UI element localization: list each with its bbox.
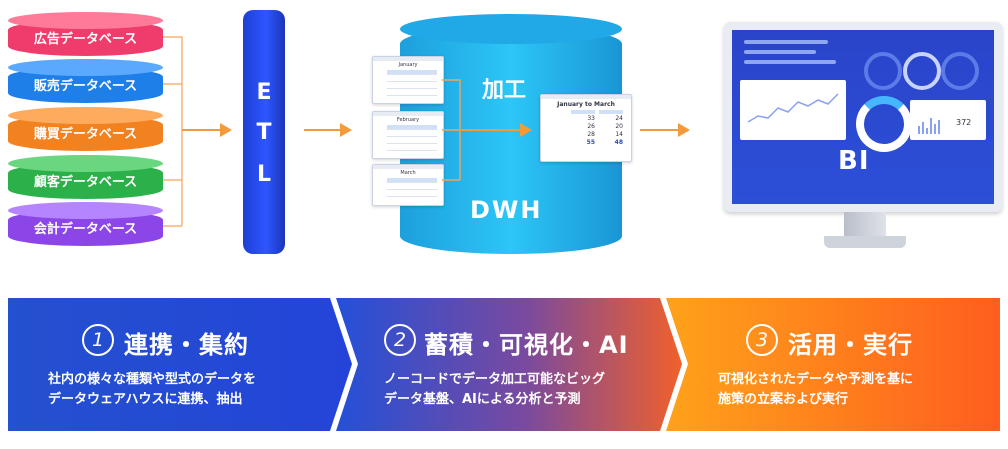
- merged-cell: 33: [587, 115, 595, 122]
- arrow-head-icon: [340, 123, 352, 137]
- step-desc-line: 社内の様々な種類や型式のデータを: [48, 372, 257, 387]
- dwh-label: DWH: [470, 196, 543, 224]
- dwh-process-label: 加工: [482, 78, 527, 103]
- db-label: 販売データベース: [33, 79, 138, 94]
- arrow-head-icon: [220, 123, 232, 137]
- arrow-etl-to-dwh: [304, 129, 342, 131]
- step-desc-line: 可視化されたデータや予測を基に: [718, 372, 914, 387]
- merged-cell: 24: [615, 115, 623, 122]
- etl-pillar: E T L: [243, 10, 285, 254]
- line-chart-icon: [747, 93, 839, 123]
- sheet-title: January: [398, 62, 418, 68]
- bi-stat-value: 372: [956, 118, 972, 127]
- step-banners: [8, 298, 1000, 431]
- db-label: 広告データベース: [33, 32, 138, 47]
- gauge-icon: [864, 52, 902, 90]
- merged-cell: 26: [587, 123, 595, 130]
- step-desc-line: ノーコードでデータ加工可能なビッグ: [384, 372, 606, 387]
- bi-line-chart-card: [740, 80, 846, 140]
- step-banner-2: [336, 298, 682, 431]
- source-connectors: [163, 36, 183, 227]
- db-label: 購買データベース: [33, 127, 138, 142]
- merged-cell: 20: [615, 123, 623, 130]
- merged-cell: 14: [615, 131, 623, 138]
- arrow-sources-to-etl: [182, 129, 222, 131]
- step-desc-line: 施策の立案および実行: [718, 392, 849, 407]
- bar-chart-icon: [918, 118, 940, 134]
- sheet-connectors: [442, 79, 461, 181]
- arrow-sheets-merge: [460, 129, 522, 131]
- etl-letter: E: [256, 80, 272, 105]
- db-customer: 顧客データベース: [8, 155, 163, 199]
- step-title: 連携・集約: [124, 331, 249, 359]
- step-desc-line: データ基盤、AIによる分析と予測: [384, 392, 581, 407]
- step-title: 活用・実行: [788, 331, 913, 359]
- arrow-head-icon: [520, 123, 532, 137]
- donut-chart-icon: [856, 96, 912, 152]
- etl-letter: T: [256, 120, 272, 145]
- step-number: 2: [384, 324, 416, 356]
- sheet-february: February: [372, 111, 444, 159]
- merged-cell: 28: [587, 131, 595, 138]
- sheet-march: March: [372, 164, 444, 206]
- merged-cell: 55: [586, 139, 595, 146]
- step-number: 3: [746, 324, 778, 356]
- etl-letter: L: [256, 162, 272, 187]
- sheet-title: March: [400, 170, 416, 176]
- db-sales: 販売データベース: [8, 59, 163, 103]
- bi-label: BI: [838, 146, 870, 176]
- db-label: 顧客データベース: [33, 175, 138, 190]
- gauge-icon: [903, 52, 941, 90]
- step-banner-1: [8, 298, 352, 431]
- arrow-dwh-to-bi: [640, 129, 680, 131]
- db-advertising: 広告データベース: [8, 12, 163, 56]
- sheet-title: February: [396, 117, 420, 123]
- arrow-head-icon: [678, 123, 690, 137]
- db-accounting: 会計データベース: [8, 202, 163, 246]
- merged-cell: 48: [614, 139, 623, 146]
- step-number: 1: [82, 324, 114, 356]
- monitor-stand: [844, 212, 886, 238]
- step-desc-line: データウェアハウスに連携、抽出: [48, 392, 243, 407]
- step-banner-3: [666, 298, 1000, 431]
- db-purchase: 購買データベース: [8, 107, 163, 151]
- step-title: 蓄積・可視化・AI: [424, 331, 629, 359]
- bi-stat-card: 372: [910, 100, 986, 140]
- sheet-january: January: [372, 56, 444, 104]
- db-label: 会計データベース: [33, 222, 138, 237]
- monitor-base: [824, 236, 906, 248]
- sheet-merged: January to March 33 24 26 20 28 14 55 48: [540, 94, 632, 162]
- gauge-icon: [941, 52, 979, 90]
- merged-sheet-title: January to March: [557, 101, 615, 108]
